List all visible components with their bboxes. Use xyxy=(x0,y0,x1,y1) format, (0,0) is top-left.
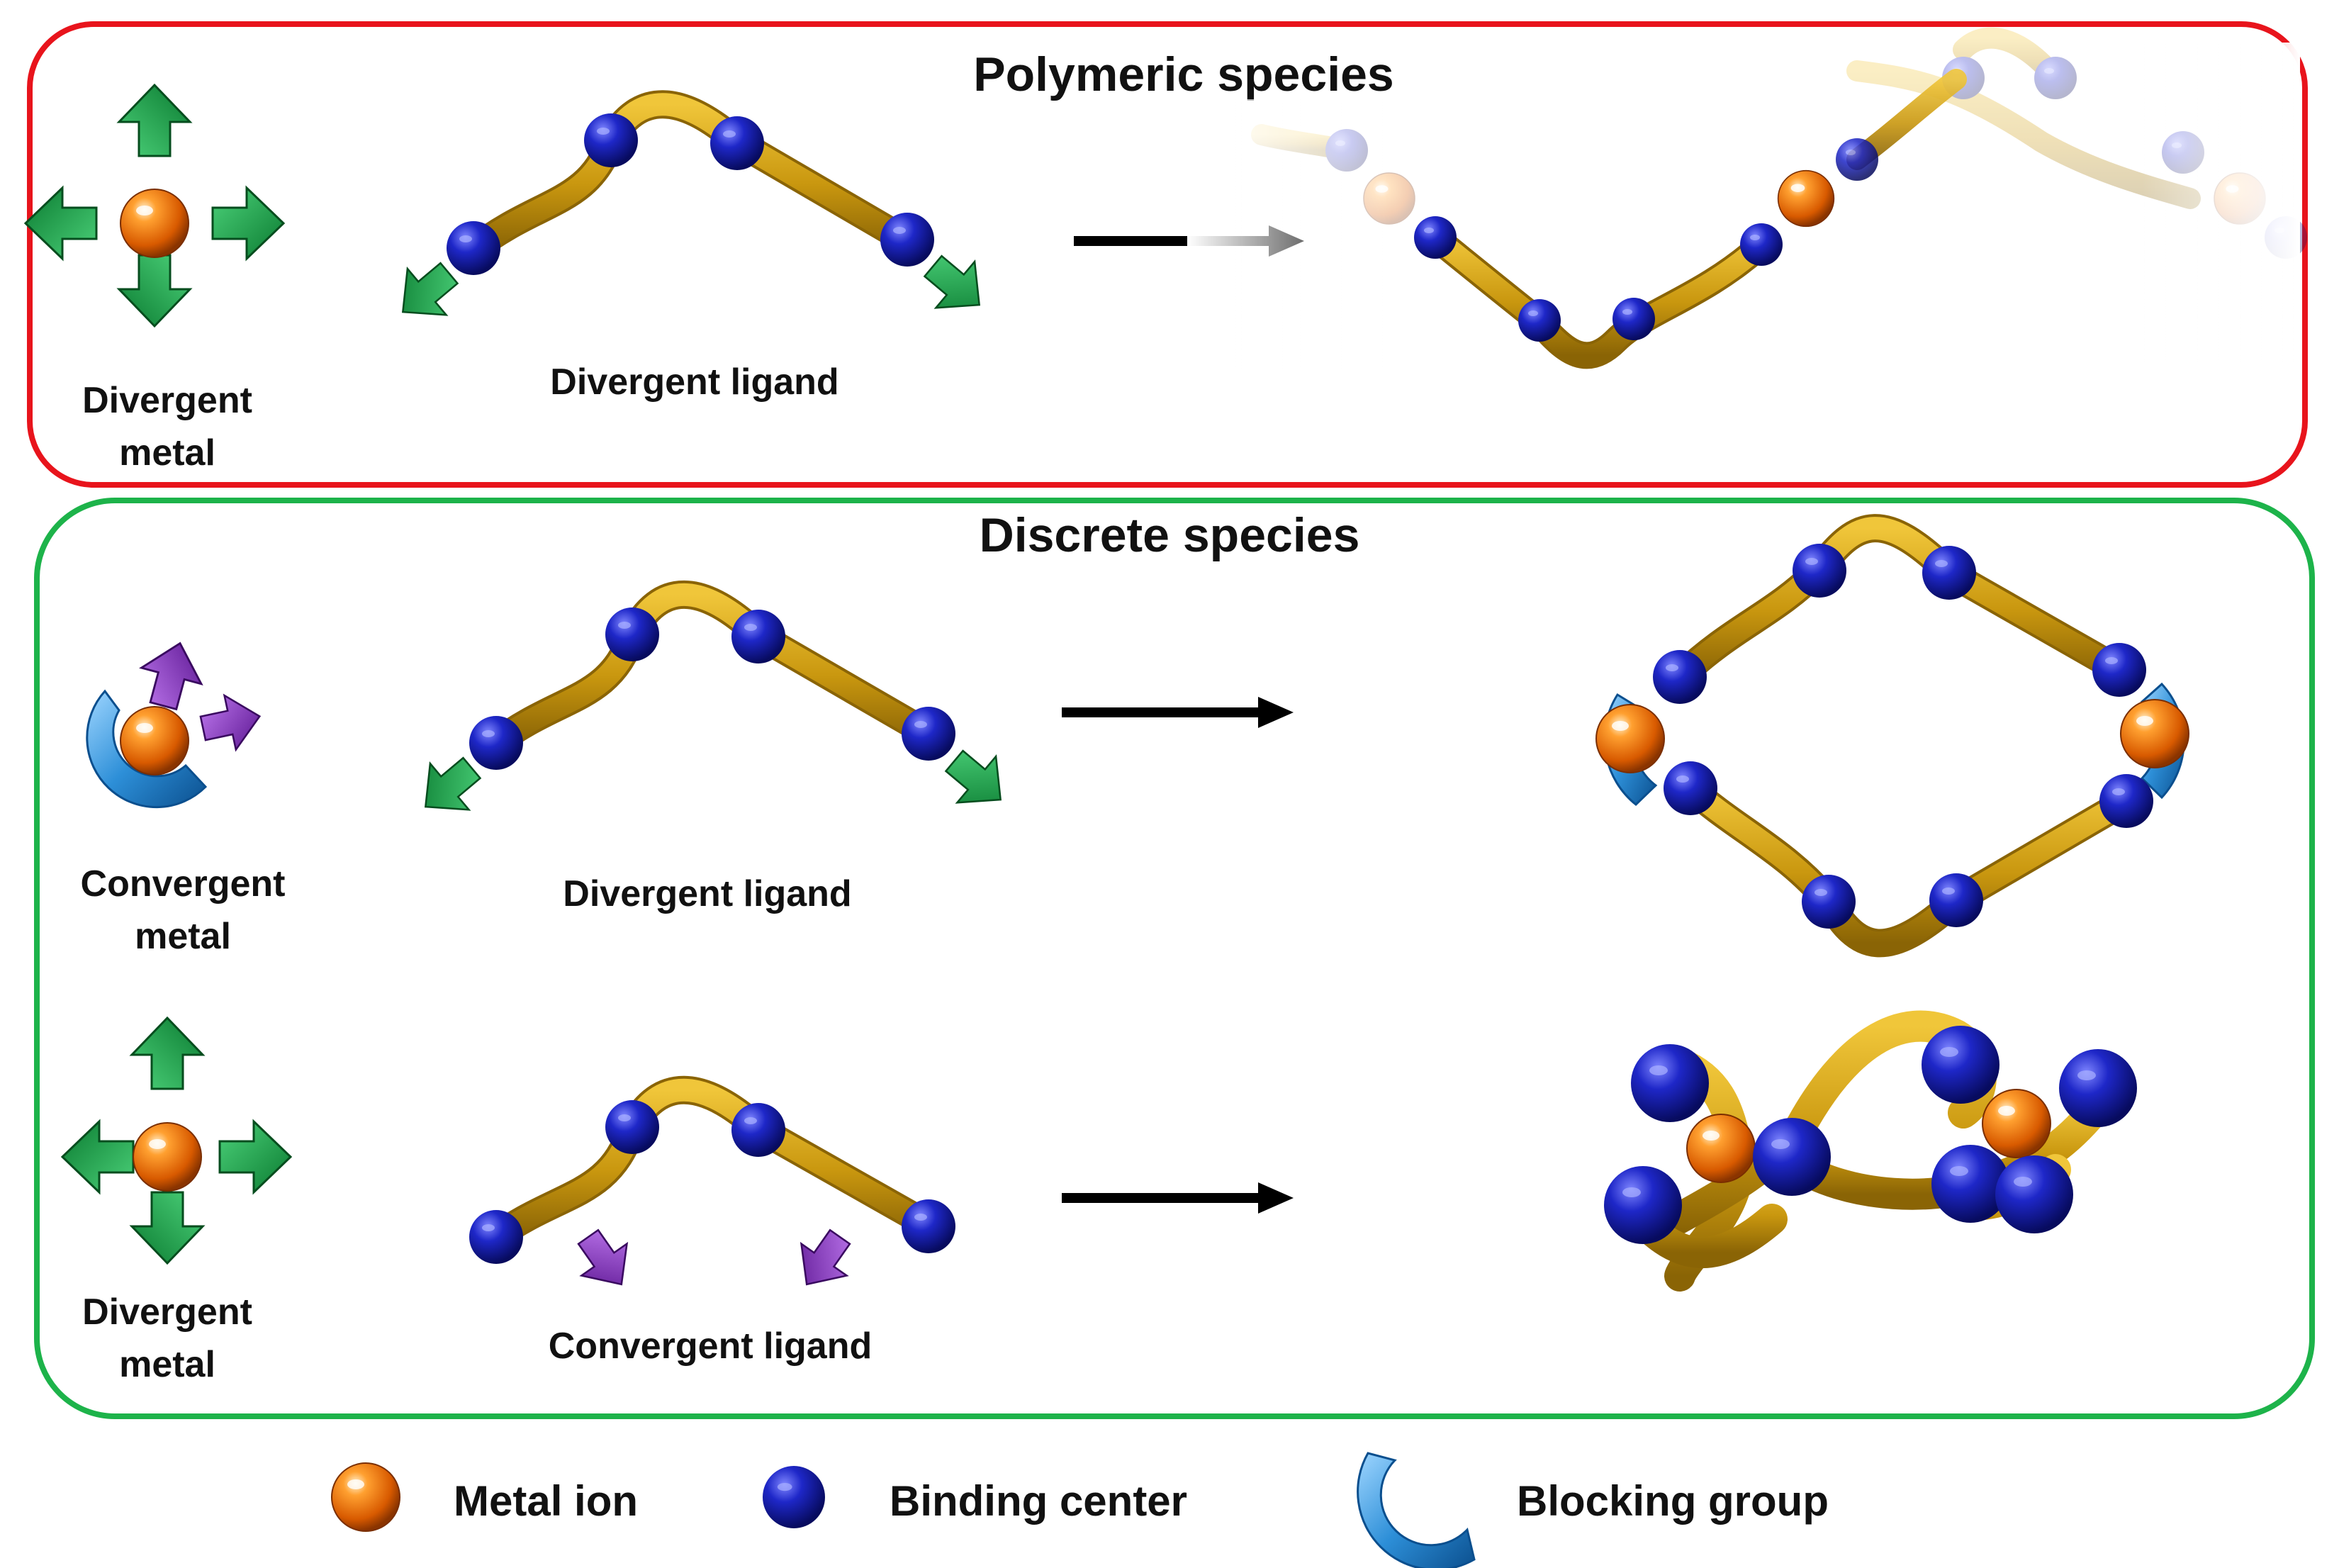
legend-metal-ion-icon xyxy=(331,1462,400,1532)
row1-metal-label-1: Convergent xyxy=(81,863,286,905)
reaction-arrow-icon xyxy=(1062,697,1294,728)
discrete-title: Discrete species xyxy=(980,508,1360,562)
polymeric-title: Polymeric species xyxy=(973,47,1393,101)
row2-ligand-label: Convergent ligand xyxy=(549,1326,872,1367)
legend-metal-ion-label: Metal ion xyxy=(454,1477,638,1525)
row2-convergent-ligand-icon xyxy=(469,1075,955,1301)
row2-metal-label-1: Divergent xyxy=(82,1292,252,1333)
divergent-ligand-icon xyxy=(382,90,1000,336)
reaction-arrow-icon xyxy=(1062,1182,1294,1214)
divergent-metal-icon xyxy=(24,84,285,327)
row2-divergent-metal-icon xyxy=(61,1017,292,1265)
discrete-panel xyxy=(34,498,2315,1419)
legend-binding-center-icon xyxy=(763,1466,825,1528)
legend-binding-center-label: Binding center xyxy=(890,1477,1187,1525)
polymeric-panel xyxy=(27,21,2308,488)
row2-metal-label-2: metal xyxy=(119,1344,215,1385)
convergent-metal-icon xyxy=(86,634,267,809)
row1-ligand-label: Divergent ligand xyxy=(563,873,851,914)
legend: Metal ion Binding center Blocking group xyxy=(331,1452,1829,1568)
legend-blocking-group-label: Blocking group xyxy=(1517,1477,1829,1525)
polymer-chain xyxy=(1187,27,2307,369)
row1-metal-label-2: metal xyxy=(135,916,231,957)
polymeric-metal-label-2: metal xyxy=(119,432,215,474)
polymeric-ligand-label: Divergent ligand xyxy=(550,362,838,403)
polymeric-metal-label-1: Divergent xyxy=(82,380,252,421)
discrete-macrocycle xyxy=(1595,514,2189,958)
row1-divergent-ligand-icon xyxy=(405,580,1021,831)
legend-blocking-group-icon xyxy=(1357,1452,1476,1568)
discrete-helicate xyxy=(1604,1010,2137,1292)
